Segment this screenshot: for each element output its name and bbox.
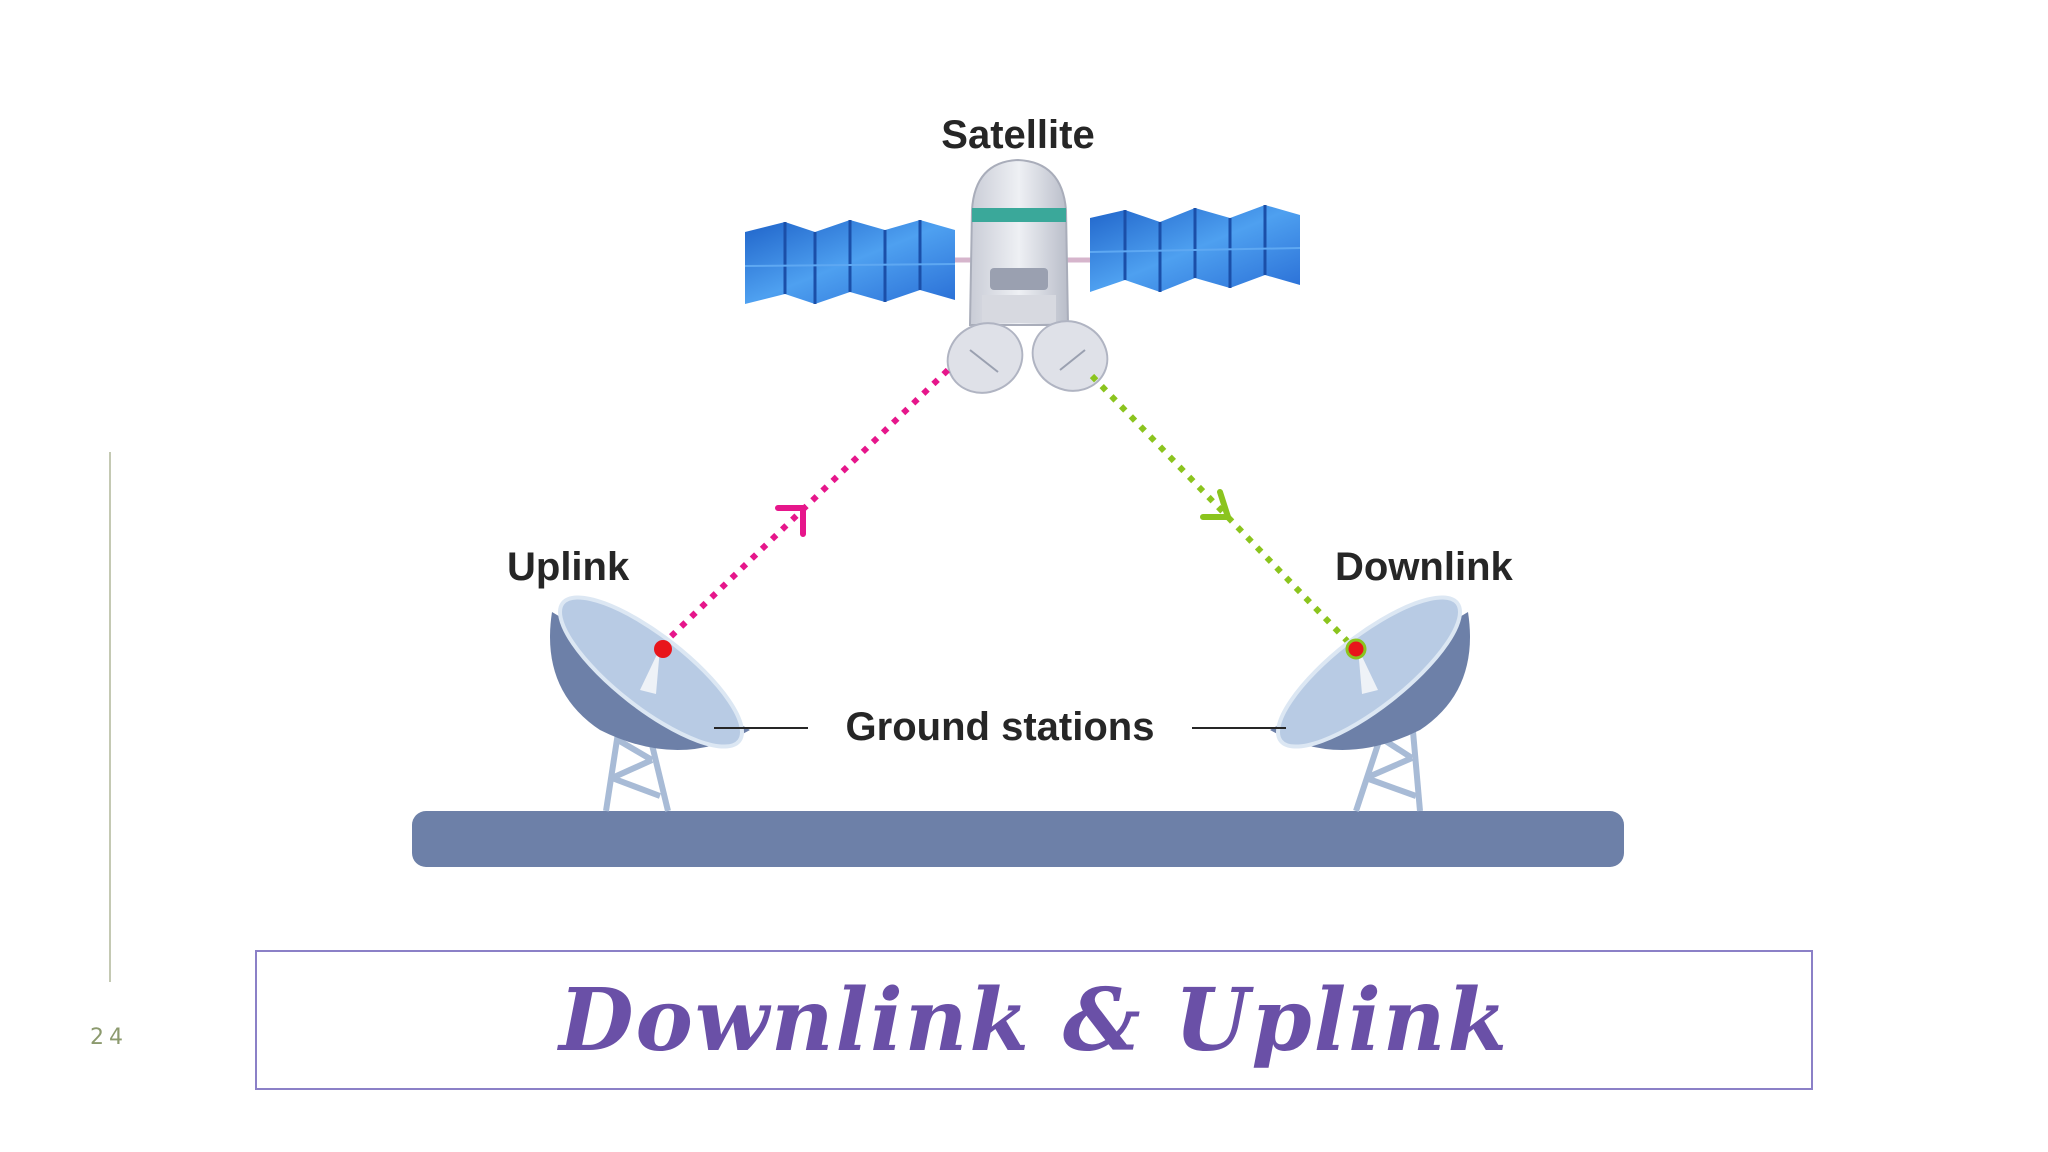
slide-number: 24 [90, 1025, 128, 1050]
left-solar-panel [744, 220, 956, 304]
uplink-beam [658, 365, 953, 649]
ground-stations-label: Ground stations [846, 705, 1155, 749]
ground-bar [412, 811, 1624, 867]
side-rule [109, 452, 111, 982]
left-ground-station [550, 595, 750, 812]
title-box: Downlink & Uplink [255, 950, 1813, 1090]
satellite-label: Satellite [941, 113, 1094, 157]
uplink-label: Uplink [507, 545, 630, 589]
downlink-label: Downlink [1335, 545, 1514, 589]
satellite-icon [744, 158, 1301, 394]
slide-title: Downlink & Uplink [558, 969, 1510, 1071]
right-ground-station [1270, 595, 1470, 812]
right-solar-panel [1089, 205, 1301, 292]
downlink-beam [1089, 373, 1355, 649]
